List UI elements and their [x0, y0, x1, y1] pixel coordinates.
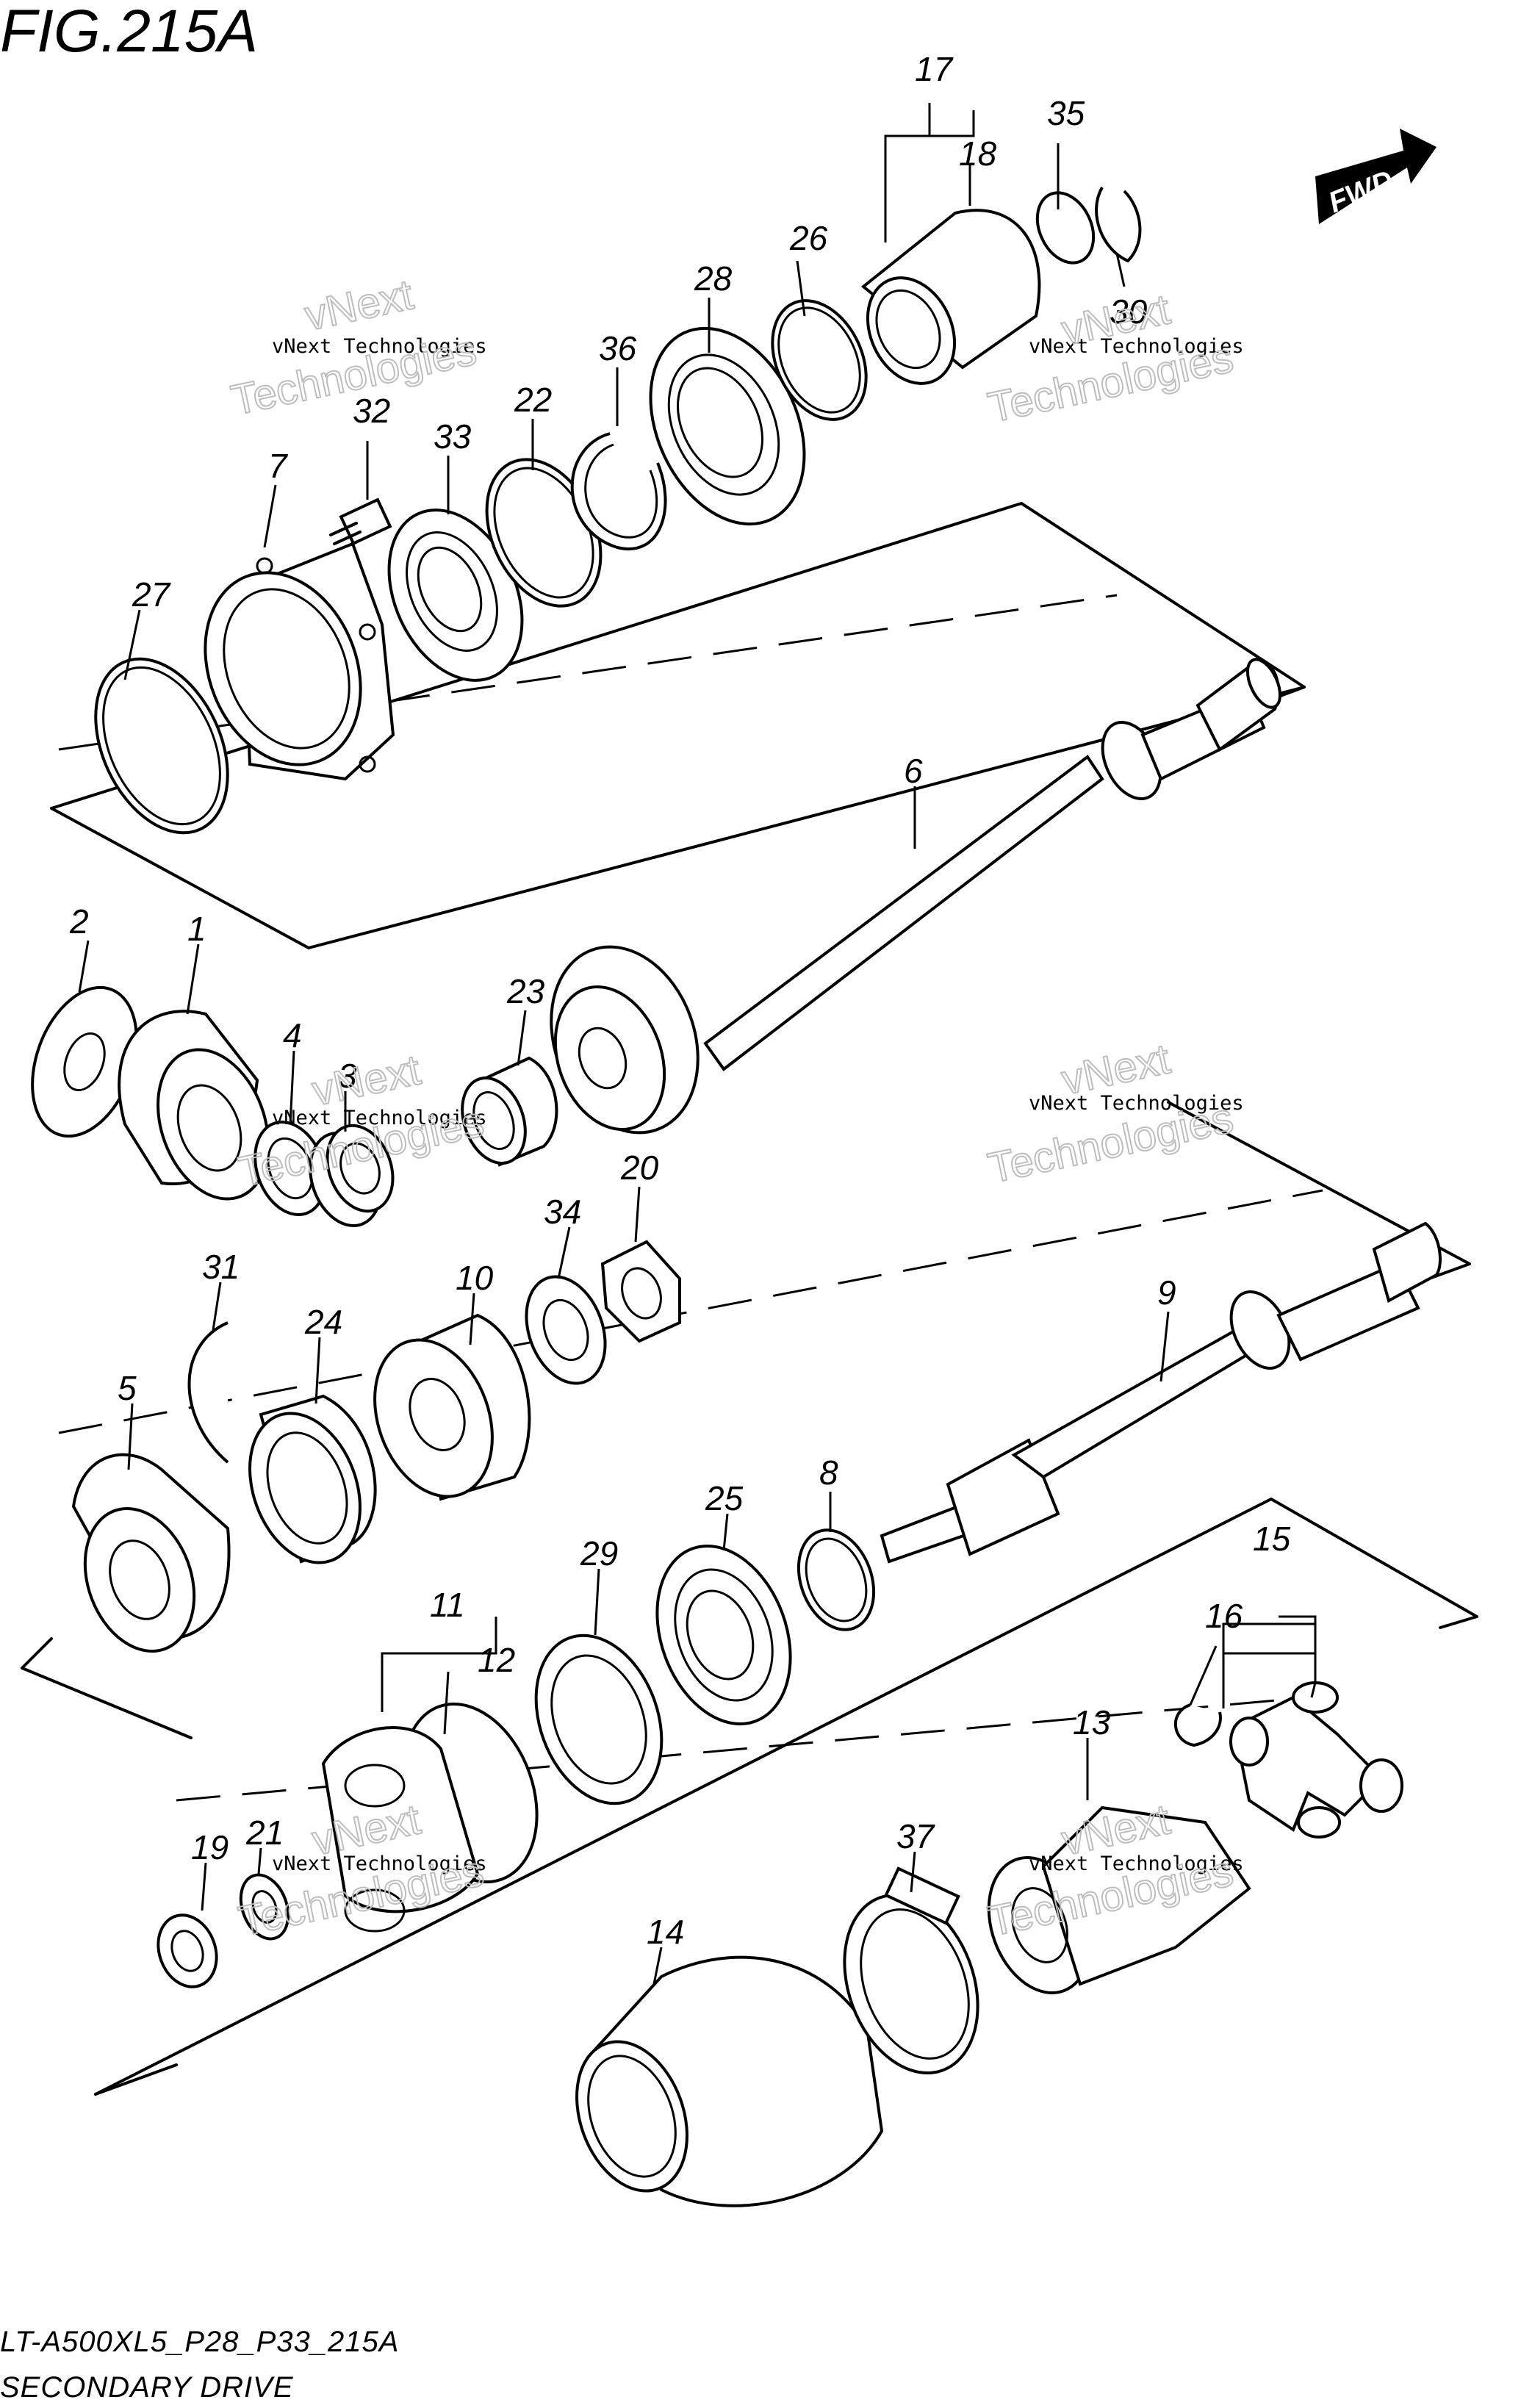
- watermark-text: vNext Technologies: [272, 1107, 487, 1129]
- callout-4: 4: [283, 1016, 302, 1054]
- part-35-circlip: [1035, 191, 1096, 265]
- callout-labels: 17 18 35 30 26 28 36 22 33 32 7 27 6 2 1…: [69, 50, 1291, 1951]
- part-34-washer: [525, 1275, 607, 1385]
- upper-group-frame: [50, 502, 1306, 949]
- callout-27: 27: [132, 575, 171, 614]
- leader-lines: [78, 103, 1317, 1985]
- callout-17: 17: [915, 50, 954, 88]
- part-9-shaft: [880, 1221, 1442, 1564]
- part-26-o-ring: [771, 299, 868, 421]
- watermark-text: vNext Technologies: [1029, 1092, 1244, 1115]
- callout-15: 15: [1253, 1520, 1291, 1558]
- part-36-circlip: [570, 432, 667, 550]
- callout-25: 25: [705, 1479, 744, 1517]
- callout-11: 11: [430, 1586, 465, 1624]
- callout-9: 9: [1157, 1273, 1176, 1312]
- callout-16: 16: [1205, 1597, 1243, 1635]
- model-code: LT-A500XL5_P28_P33_215A: [0, 2326, 399, 2358]
- watermark-brand: vNext: [308, 1046, 425, 1115]
- part-32-bolt: [329, 497, 392, 546]
- callout-22: 22: [514, 381, 552, 419]
- callout-6: 6: [904, 752, 923, 790]
- part-13-yoke: [987, 1805, 1251, 1994]
- forward-direction-arrow: FWD: [1315, 129, 1436, 224]
- watermark-text: vNext Technologies: [1029, 335, 1244, 358]
- callout-3: 3: [338, 1057, 357, 1095]
- callout-1: 1: [187, 910, 206, 948]
- part-6-pinion-gear: [550, 945, 700, 1135]
- watermark-brand: vNext: [301, 270, 417, 339]
- callout-21: 21: [245, 1814, 284, 1852]
- part-19-nut: [157, 1913, 218, 1988]
- callout-29: 29: [580, 1534, 618, 1573]
- callout-19: 19: [191, 1828, 229, 1866]
- part-33-bearing: [387, 508, 524, 682]
- section-name: SECONDARY DRIVE: [0, 2371, 294, 2404]
- part-29-oil-seal: [534, 1634, 664, 1805]
- callout-8: 8: [819, 1453, 838, 1492]
- watermark-text: vNext Technologies: [272, 335, 487, 358]
- figure-title: FIG.215A: [0, 0, 258, 65]
- watermark-text: vNext Technologies: [272, 1852, 487, 1875]
- callout-23: 23: [506, 972, 545, 1010]
- part-18-collar: [860, 209, 1041, 385]
- callout-7: 7: [268, 447, 288, 485]
- part-6-shaft: [703, 658, 1282, 1071]
- callout-18: 18: [959, 134, 997, 173]
- part-16-circlip: [1173, 1703, 1222, 1747]
- part-7-bearing-housing: [204, 542, 395, 781]
- watermark-text: vNext Technologies: [1029, 1852, 1244, 1875]
- part-14-boot: [575, 1955, 884, 2207]
- part-10-gear: [373, 1313, 531, 1501]
- callout-2: 2: [69, 902, 89, 941]
- axis-lines: [58, 594, 1323, 1802]
- callout-24: 24: [304, 1303, 342, 1341]
- callout-36: 36: [599, 329, 637, 367]
- callout-28: 28: [694, 259, 733, 298]
- part-8-o-ring: [797, 1528, 876, 1631]
- callout-37: 37: [896, 1817, 935, 1855]
- callout-5: 5: [118, 1369, 137, 1407]
- callout-35: 35: [1047, 94, 1085, 132]
- callout-14: 14: [647, 1913, 684, 1951]
- callout-33: 33: [434, 417, 472, 456]
- part-25-ball-bearing: [655, 1544, 792, 1726]
- part-15-universal-joint-spider: [1229, 1681, 1403, 1839]
- part-37-hose-clamp: [843, 1866, 979, 2075]
- part-20-nut: [600, 1240, 681, 1343]
- part-24-roller-bearing: [248, 1394, 377, 1564]
- part-21-washer: [239, 1873, 290, 1941]
- callout-20: 20: [620, 1149, 659, 1187]
- callout-31: 31: [202, 1248, 240, 1286]
- callout-32: 32: [353, 392, 390, 430]
- callout-10: 10: [456, 1259, 494, 1297]
- part-5-bevel-gear: [71, 1453, 231, 1653]
- part-12-yoke-flange: [321, 1702, 539, 1933]
- part-31-circlip: [187, 1321, 229, 1464]
- callout-13: 13: [1073, 1703, 1111, 1742]
- part-30-circlip: [1095, 187, 1142, 263]
- part-23-needle-bearing: [461, 1056, 558, 1167]
- lower-group-frame: [94, 1498, 1478, 2096]
- part-27-o-ring: [94, 657, 229, 835]
- callout-12: 12: [478, 1641, 515, 1679]
- callout-26: 26: [789, 219, 828, 257]
- part-1-bevel-gear: [118, 1010, 270, 1201]
- callout-30: 30: [1110, 292, 1148, 331]
- callout-34: 34: [544, 1193, 581, 1231]
